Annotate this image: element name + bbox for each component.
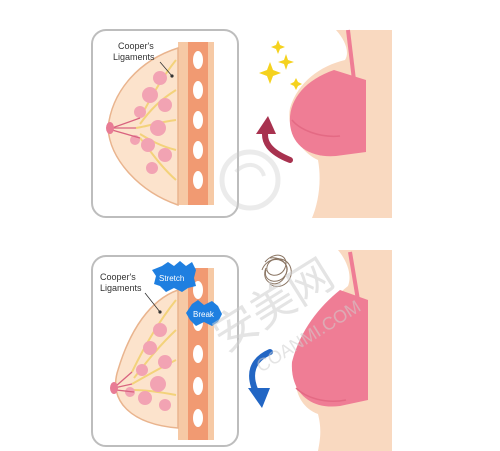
top-rib-ovals [193,51,203,189]
top-ligament-label-line1: Cooper's [118,41,154,51]
sparkle-icon [259,40,302,90]
bottom-lobules [125,323,172,411]
top-cross-section-panel: Cooper's Ligaments [91,29,239,218]
bottom-ligament-label-line2: Ligaments [100,283,142,293]
stretch-badge-label: Stretch [159,274,184,283]
bottom-cross-section-panel: Cooper's Ligaments Stretch Break [91,255,239,447]
tangled-hair-icon [261,254,292,288]
break-badge: Break [186,300,222,326]
top-torso-figure [289,29,392,218]
curved-down-arrow-icon [248,349,273,408]
bottom-torso-figure [291,250,392,451]
break-badge-label: Break [193,310,215,319]
bottom-ligament-label-line1: Cooper's [100,272,136,282]
stretch-badge: Stretch [152,261,196,292]
top-ligament-label-line2: Ligaments [113,52,155,62]
curved-up-arrow-icon [256,116,293,163]
watermark-logo [219,149,281,211]
